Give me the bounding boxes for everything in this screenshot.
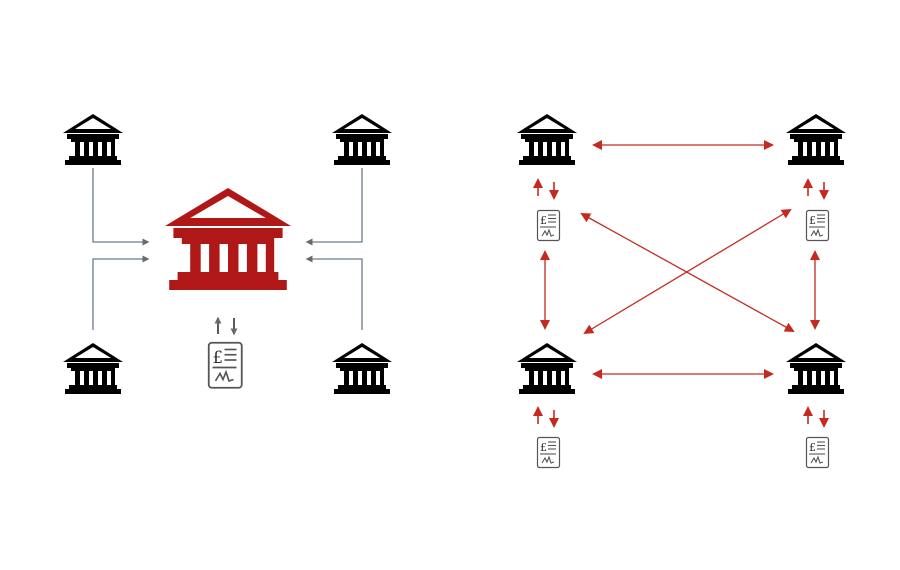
connector-bottom-left (92, 255, 150, 330)
peer-links (540, 140, 820, 379)
connector-lines (92, 168, 363, 330)
centralised-network (63, 114, 392, 394)
central-bank-icon (165, 188, 291, 290)
ledger-icon (805, 436, 830, 469)
connector-bottom-right (305, 255, 363, 330)
local-ledger-top-right (803, 178, 830, 242)
exchange-arrows-icon (803, 178, 829, 200)
peer-link-diagonal-1 (580, 213, 795, 332)
bank-icon (332, 114, 392, 165)
ledger-icon (805, 209, 830, 242)
ledger-icon (536, 209, 561, 242)
connector-top-right (305, 168, 363, 246)
ledger-icon (536, 436, 561, 469)
peer-link-diagonal-2 (583, 208, 792, 335)
local-ledger-bottom-left (533, 406, 561, 469)
exchange-arrows-icon (803, 406, 829, 428)
local-ledger-top-left (533, 178, 561, 242)
connector-top-left (92, 168, 150, 246)
bank-icon (786, 343, 846, 394)
local-ledger-bottom-right (803, 406, 830, 469)
bank-icon (517, 343, 577, 394)
bank-icon (63, 343, 123, 394)
exchange-arrows-icon (533, 178, 559, 200)
exchange-arrows-icon (214, 316, 238, 336)
shared-ledger-icon (207, 341, 243, 389)
bank-icon (332, 343, 392, 394)
bank-icon (63, 114, 123, 165)
bank-icon (786, 114, 846, 165)
bank-icon (517, 114, 577, 165)
exchange-arrows-icon (533, 406, 559, 428)
distributed-network (517, 114, 846, 469)
